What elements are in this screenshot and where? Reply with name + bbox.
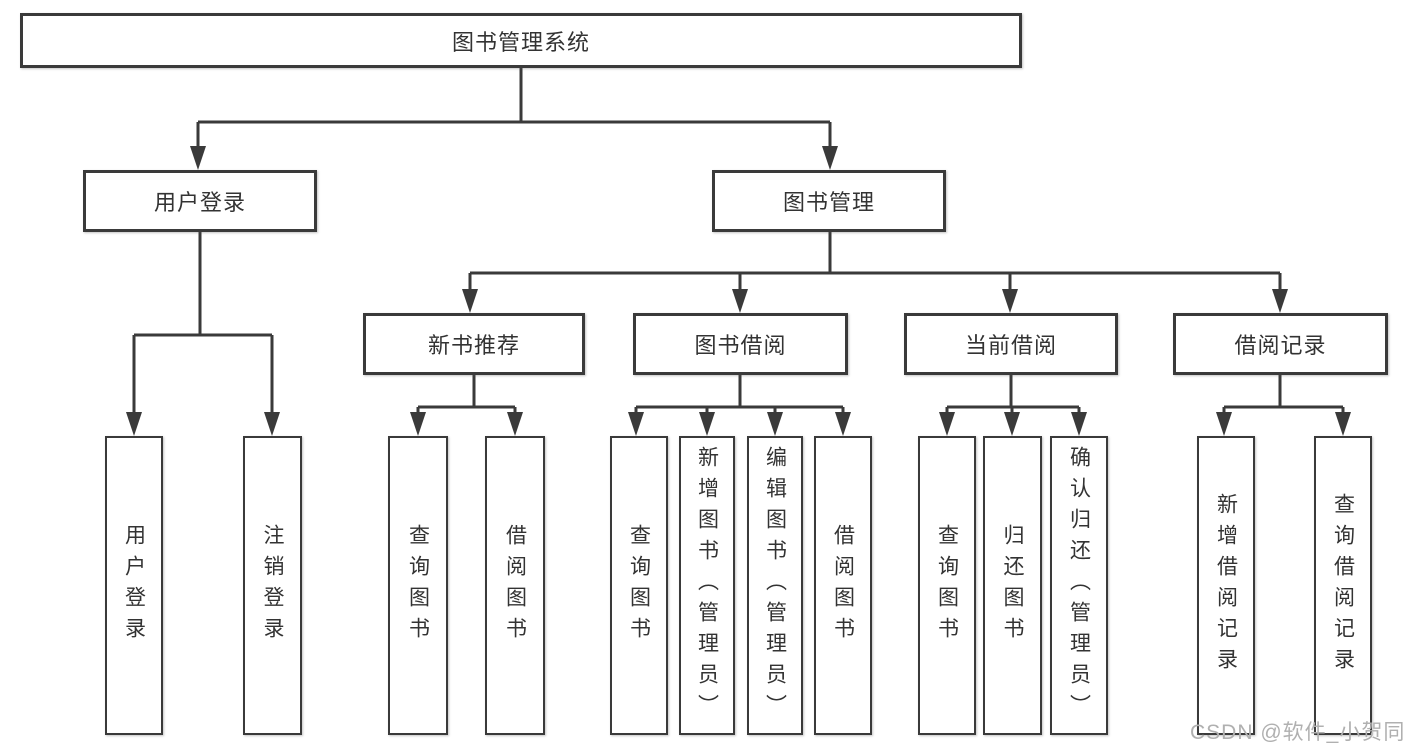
arrowhead-book-mgmt: [822, 146, 838, 170]
connector-book-mgmt-children: [468, 232, 1282, 293]
arrowhead-bb-add: [699, 412, 715, 436]
leaf-cb-confirm-return-admin: 确认归还（管理员）: [1050, 436, 1108, 735]
leaf-nb-borrow-books: 借阅图书: [485, 436, 545, 735]
connector-current-children: [945, 375, 1081, 418]
leaf-logout: 注销登录: [243, 436, 302, 735]
leaf-bb-borrow-books: 借阅图书: [814, 436, 872, 735]
arrowhead-records: [1272, 289, 1288, 313]
leaf-bb-query-books: 查询图书: [610, 436, 668, 735]
node-records: 借阅记录: [1173, 313, 1388, 375]
node-root: 图书管理系统: [20, 13, 1022, 68]
connector-borrowing-children: [634, 375, 845, 418]
arrowhead-cb-return: [1004, 412, 1020, 436]
arrowhead-new-books: [462, 289, 478, 313]
arrowhead-cb-query: [939, 412, 955, 436]
connector-user-login-children: [132, 232, 274, 416]
leaf-br-query-record: 查询借阅记录: [1314, 436, 1372, 735]
node-user-login: 用户登录: [83, 170, 317, 232]
leaf-bb-add-books-admin: 新增图书（管理员）: [679, 436, 735, 735]
arrowhead-user-login: [190, 146, 206, 170]
leaf-nb-query-books: 查询图书: [388, 436, 448, 735]
node-book-mgmt: 图书管理: [712, 170, 946, 232]
arrowhead-ul-login: [126, 412, 142, 436]
arrowhead-borrowing: [732, 289, 748, 313]
connector-records-children: [1222, 375, 1345, 418]
leaf-cb-query-books: 查询图书: [918, 436, 976, 735]
arrowhead-cb-confirm: [1071, 412, 1087, 436]
arrowhead-bb-edit: [767, 412, 783, 436]
leaf-bb-edit-books-admin: 编辑图书（管理员）: [747, 436, 803, 735]
arrowhead-nb-borrow: [507, 412, 523, 436]
arrowhead-bb-borrow: [835, 412, 851, 436]
arrowhead-br-query: [1335, 412, 1351, 436]
arrowhead-current: [1002, 289, 1018, 313]
arrowhead-nb-query: [410, 412, 426, 436]
node-current: 当前借阅: [904, 313, 1118, 375]
leaf-user-login: 用户登录: [105, 436, 163, 735]
arrowhead-bb-query: [628, 412, 644, 436]
leaf-cb-return-books: 归还图书: [983, 436, 1042, 735]
connector-new-books-children: [416, 375, 517, 418]
leaf-br-add-record: 新增借阅记录: [1197, 436, 1255, 735]
csdn-watermark: CSDN @软件_小贺同学: [1190, 721, 1405, 744]
node-new-books: 新书推荐: [363, 313, 585, 375]
arrowhead-ul-logout: [264, 412, 280, 436]
node-borrowing: 图书借阅: [633, 313, 848, 375]
arrowhead-br-add: [1216, 412, 1232, 436]
connector-root: [196, 68, 832, 150]
